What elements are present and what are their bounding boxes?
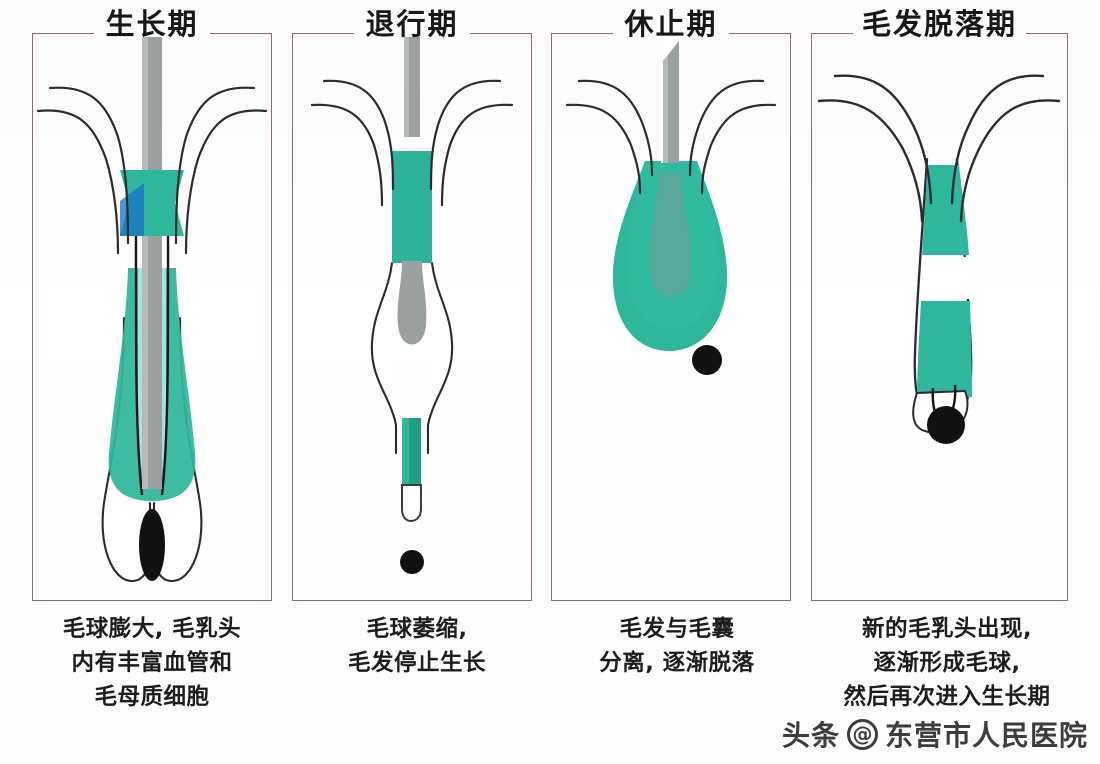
watermark: 头条 @ 东营市人民医院 xyxy=(782,712,1088,756)
panel-title-catagen: 退行期 xyxy=(365,7,459,41)
hair-follicle-diagram-anagen xyxy=(32,33,272,601)
caption-line: 内有丰富血管和 xyxy=(71,650,233,676)
panel-title-exogen: 毛发脱落期 xyxy=(861,7,1017,41)
panel-exogen: 毛发脱落期 xyxy=(811,7,1068,601)
caption-line: 毛球萎缩, xyxy=(366,616,468,642)
caption-line: 毛发与毛囊 xyxy=(619,616,735,642)
caption-anagen: 毛球膨大, 毛乳头 内有丰富血管和 毛母质细胞 xyxy=(22,612,282,714)
hair-follicle-diagram-telogen xyxy=(551,33,791,601)
phase-panels-row: 生长期 xyxy=(32,7,1068,601)
caption-telogen: 毛发与毛囊 分离, 逐渐脱落 xyxy=(552,612,802,680)
caption-line: 毛母质细胞 xyxy=(94,684,210,710)
caption-catagen: 毛球萎缩, 毛发停止生长 xyxy=(292,612,542,680)
caption-line: 新的毛乳头出现, xyxy=(861,616,1033,642)
title-border-gap xyxy=(853,30,1026,37)
panel-title-telogen: 休止期 xyxy=(624,7,718,41)
caption-line: 然后再次进入生长期 xyxy=(843,684,1051,710)
at-symbol-icon: @ xyxy=(847,718,879,750)
title-border-gap xyxy=(613,30,729,37)
watermark-account: 东营市人民医院 xyxy=(885,719,1089,752)
caption-line: 毛球膨大, 毛乳头 xyxy=(62,616,242,642)
panel-title-anagen: 生长期 xyxy=(105,7,199,41)
panel-catagen: 退行期 xyxy=(292,7,532,601)
hair-follicle-diagram-catagen xyxy=(292,33,532,601)
caption-exogen: 新的毛乳头出现, 逐渐形成毛球, 然后再次进入生长期 xyxy=(808,612,1086,714)
panel-anagen: 生长期 xyxy=(32,7,272,601)
title-border-gap xyxy=(94,30,210,37)
captions-row: 毛球膨大, 毛乳头 内有丰富血管和 毛母质细胞 毛球萎缩, 毛发停止生长 毛发与… xyxy=(0,612,1100,764)
caption-line: 逐渐形成毛球, xyxy=(873,650,1021,676)
watermark-source: 头条 xyxy=(782,719,841,752)
hair-follicle-diagram-exogen xyxy=(811,33,1068,601)
caption-line: 毛发停止生长 xyxy=(347,650,486,676)
panel-telogen: 休止期 xyxy=(551,7,791,601)
caption-line: 分离, 逐渐脱落 xyxy=(599,650,755,676)
title-border-gap xyxy=(354,30,470,37)
